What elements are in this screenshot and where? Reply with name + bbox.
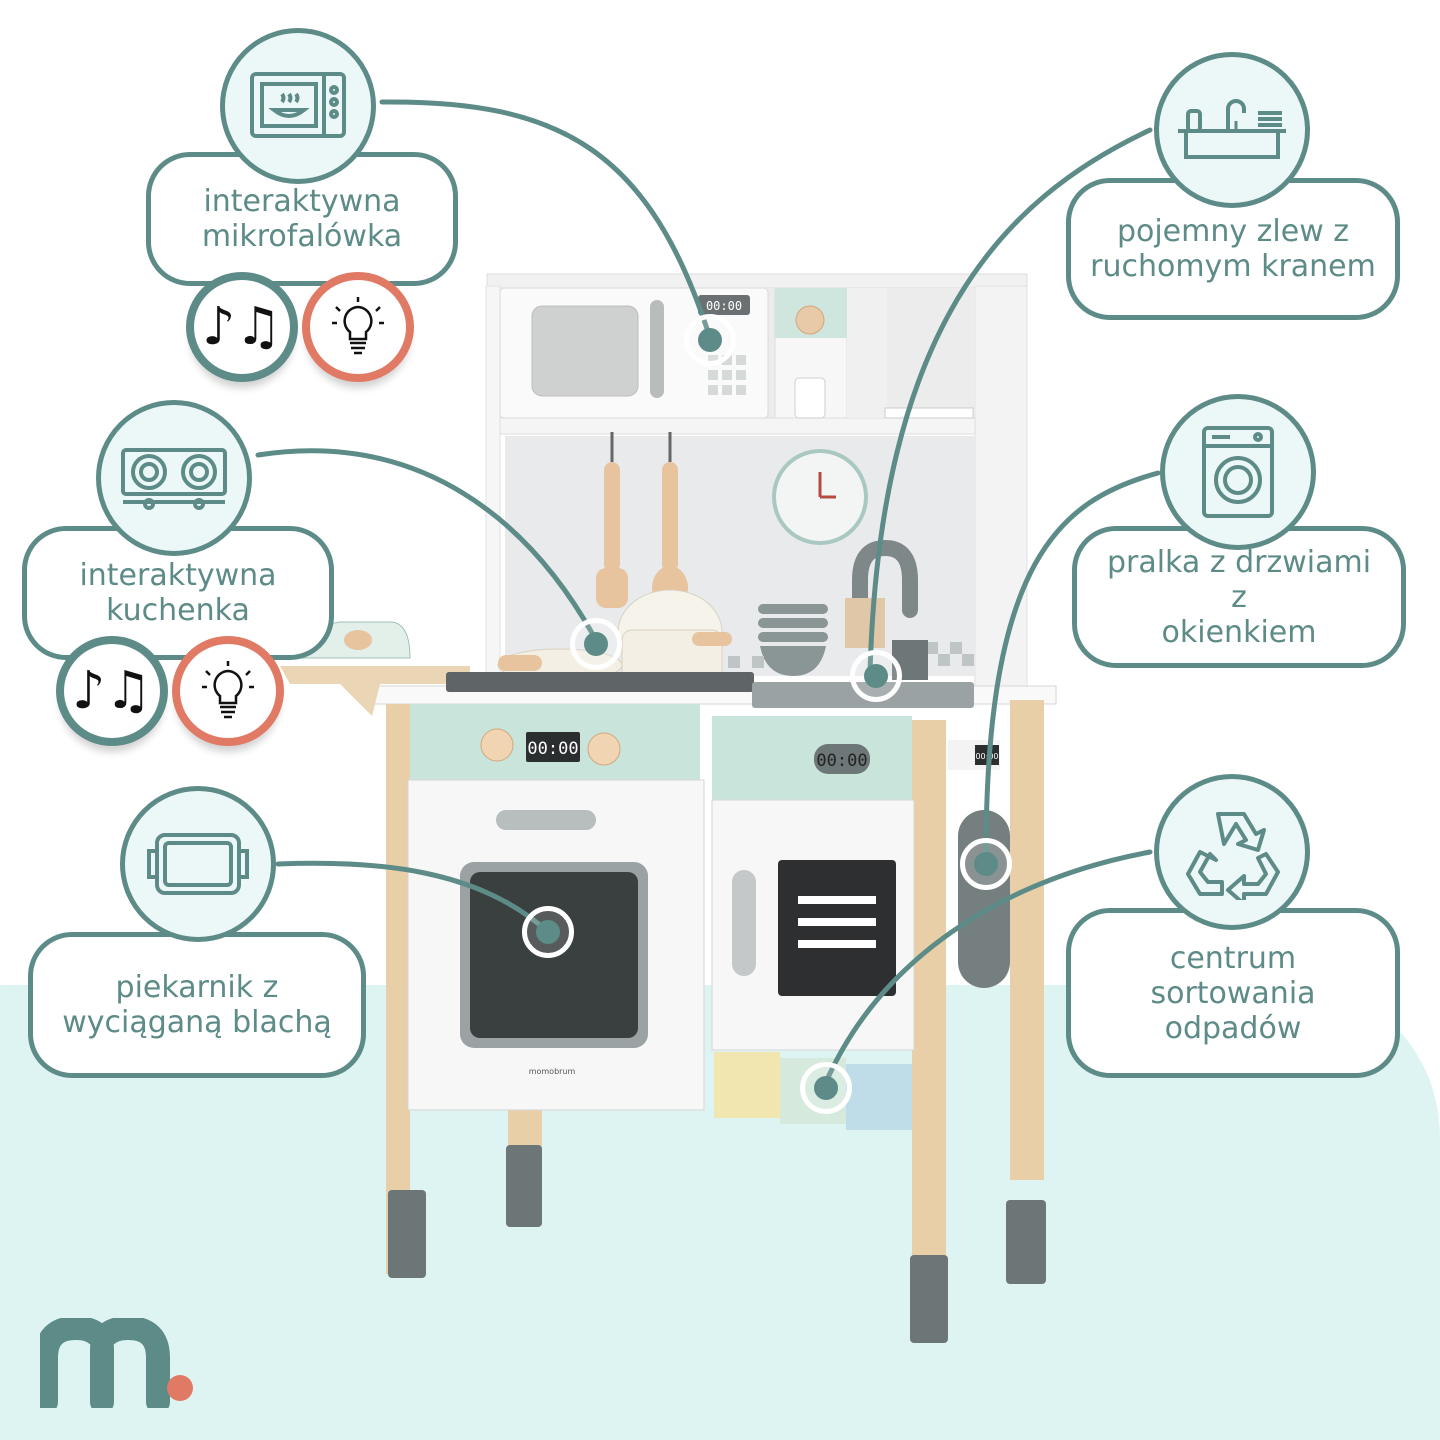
light-bulb-icon (332, 297, 384, 355)
connector-oven (275, 860, 551, 935)
stacked-bowls (758, 604, 828, 676)
light-bulb-icon (202, 661, 254, 719)
stove-display: 00:00 (527, 739, 578, 759)
hotspot-washer[interactable] (960, 838, 1012, 890)
recycle-icon (1154, 774, 1310, 930)
hotspot-microwave[interactable] (684, 314, 736, 366)
hotspot-stove[interactable] (570, 618, 622, 670)
feature-label-line: interaktywna (79, 558, 277, 593)
music-notes-icon: ♪♫ (202, 297, 282, 357)
washing-machine-icon (1160, 394, 1316, 550)
microwave-icon (220, 28, 376, 184)
connector-microwave (379, 99, 713, 341)
sound-badge-stove: ♪♫ (56, 636, 168, 746)
connector-stove (255, 448, 599, 643)
feature-label-line: odpadów (1164, 1010, 1302, 1046)
feature-label-line: centrum (1169, 940, 1297, 976)
washing-machine-icon-glyph (1202, 426, 1274, 518)
microwave-display: 00:00 (706, 299, 742, 313)
hotspot-sink[interactable] (850, 650, 902, 702)
feature-label-line: kuchenka (106, 593, 250, 628)
brand-logo (40, 1318, 193, 1408)
music-notes-icon: ♪♫ (72, 661, 152, 721)
hanging-utensils (596, 432, 688, 610)
feature-label-line: pojemny zlew z (1116, 214, 1350, 249)
sound-badge-microwave: ♪♫ (186, 272, 298, 382)
feature-label-line: okienkiem (1161, 614, 1317, 650)
baking-tray-icon-glyph (147, 833, 249, 895)
sink-icon (1154, 52, 1310, 208)
stove-icon-glyph (121, 448, 227, 510)
logo-dot (167, 1375, 193, 1401)
washer-display: 00:00 (816, 751, 867, 771)
recycle-icon-glyph (1186, 812, 1280, 900)
feature-label-line: pralka z drzwiami z (1106, 544, 1372, 615)
feature-label-line: wyciąganą blachą (62, 1005, 332, 1040)
feature-label-line: piekarnik z (115, 970, 279, 1005)
feature-label-microwave: interaktywna mikrofalówka (146, 152, 458, 286)
oven-brand-label: momobrum (529, 1067, 576, 1076)
feature-label-recycling: centrum sortowania odpadów (1066, 908, 1400, 1078)
wall-clock (772, 449, 868, 545)
connector-washer (983, 470, 1161, 865)
microwave-icon-glyph (250, 72, 346, 138)
feature-label-line: sortowania (1150, 975, 1316, 1011)
feature-label-line: ruchomym kranem (1090, 249, 1376, 284)
feature-label-line: interaktywna (203, 184, 401, 219)
hotspot-recycling[interactable] (800, 1062, 852, 1114)
sink-icon-glyph (1178, 99, 1286, 159)
baking-tray-icon (120, 786, 276, 942)
hotspot-oven[interactable] (522, 906, 574, 958)
connector-sink (867, 127, 1153, 675)
feature-label-oven: piekarnik z wyciąganą blachą (28, 932, 366, 1078)
pot-and-pan (497, 589, 732, 686)
light-badge-stove (172, 636, 284, 746)
connector-recycling (823, 849, 1153, 1085)
light-badge-microwave (302, 272, 414, 382)
stove-icon (96, 400, 252, 556)
feature-label-line: mikrofalówka (201, 219, 403, 254)
